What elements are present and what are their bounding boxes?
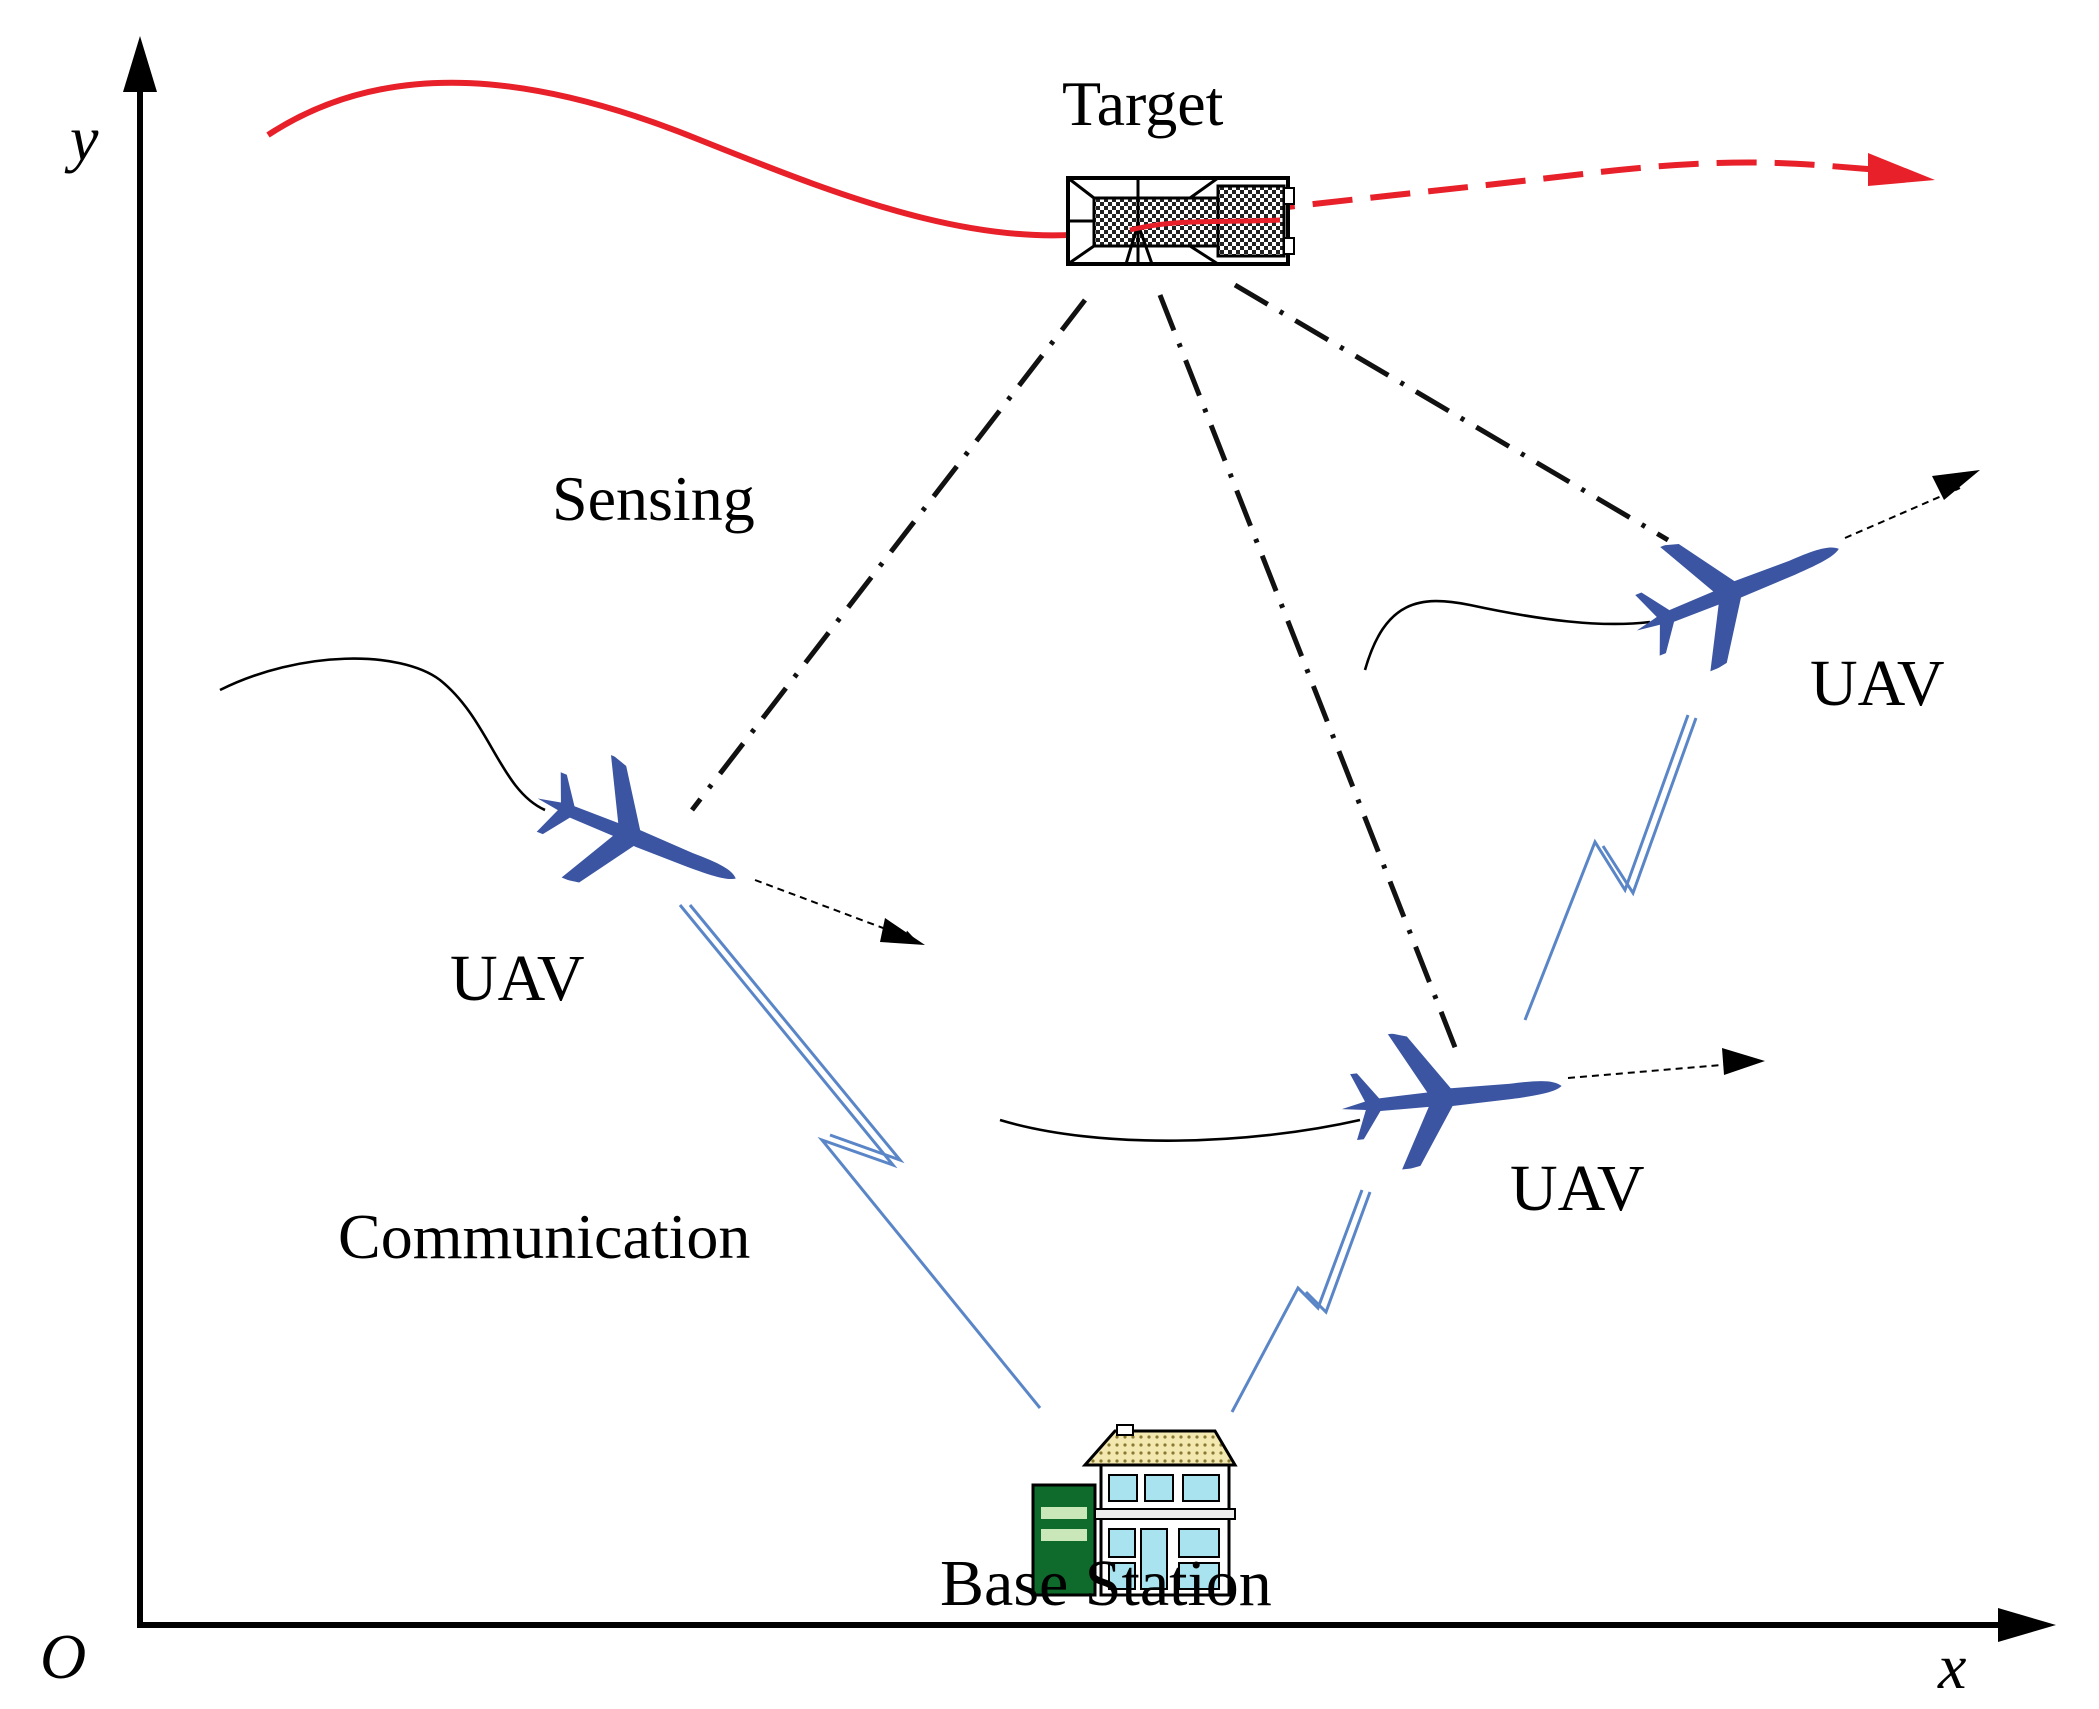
uav-1-arrowhead-icon — [880, 918, 925, 945]
uav-2-heading-arrow — [1567, 1062, 1746, 1079]
uav-3: UAV — [1363, 470, 1980, 720]
uav-1-past-path — [219, 657, 546, 812]
x-axis-label: x — [1937, 1631, 1966, 1702]
origin-label: O — [40, 1621, 86, 1692]
sensing-links — [690, 282, 1670, 1061]
target-vehicle-icon — [1066, 176, 1295, 266]
uav-2: UAV — [999, 1015, 1765, 1225]
uav-3-heading-arrow — [1844, 487, 1961, 539]
uav-1-label: UAV — [450, 942, 584, 1015]
uav-1-heading-arrow — [754, 879, 917, 942]
uav-1: UAV — [219, 657, 925, 1015]
y-axis-arrow-icon — [123, 36, 157, 92]
target-direction-arrow-icon — [1868, 153, 1935, 186]
sensing-link-uav1 — [690, 298, 1087, 812]
uav-3-label: UAV — [1810, 647, 1944, 720]
uav-2-past-path — [999, 1118, 1361, 1142]
base-station-label: Base Station — [940, 1547, 1272, 1620]
y-axis-label: y — [64, 103, 99, 174]
uav-2-label: UAV — [1510, 1152, 1644, 1225]
sensing-label: Sensing — [552, 463, 755, 534]
target-label: Target — [1062, 68, 1224, 139]
sensing-link-uav2 — [1157, 294, 1463, 1061]
comm-link-uav1 — [678, 904, 1042, 1409]
uav-2-arrowhead-icon — [1722, 1048, 1765, 1075]
communication-links — [678, 714, 1698, 1413]
sensing-link-uav3 — [1233, 282, 1670, 543]
comm-link-uav2 — [1230, 1189, 1372, 1413]
comm-link-uav3 — [1523, 714, 1698, 1021]
axes: y x O — [40, 36, 2056, 1702]
communication-label: Communication — [338, 1201, 750, 1272]
uav-3-arrowhead-icon — [1932, 470, 1980, 500]
x-axis-arrow-icon — [1998, 1608, 2056, 1642]
base-station-building-icon — [1031, 1424, 1238, 1597]
target-past-path — [266, 79, 1141, 239]
uav-3-past-path — [1363, 599, 1651, 671]
